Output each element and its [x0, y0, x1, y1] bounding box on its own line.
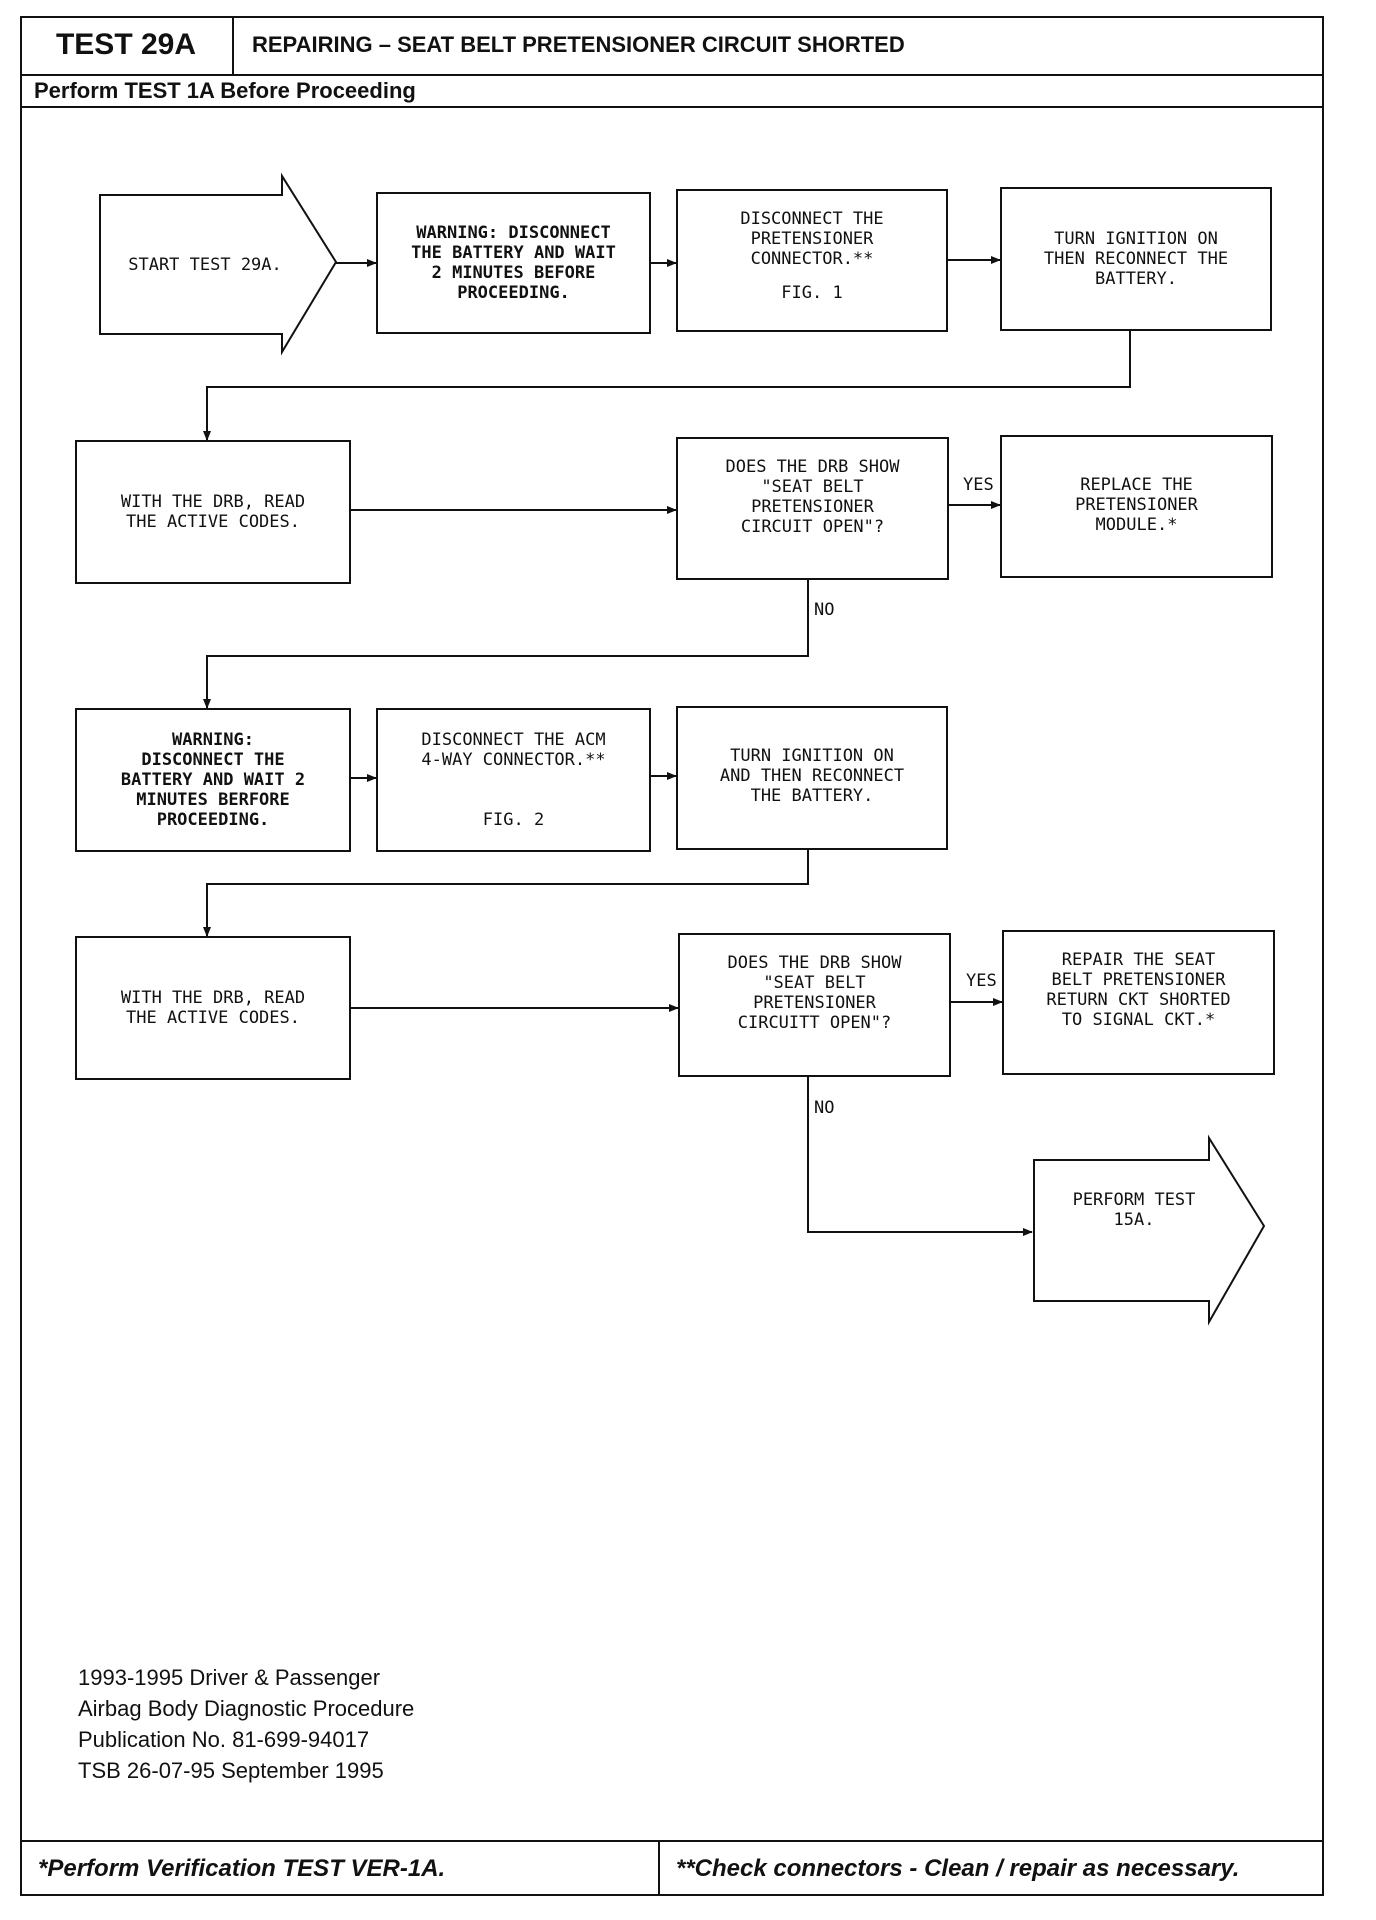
- start-arrow-shape: [99, 172, 338, 356]
- warning2-line: BATTERY AND WAIT 2: [120, 770, 306, 790]
- ign2-line: AND THEN RECONNECT: [719, 766, 905, 786]
- start-test-label: START TEST 29A.: [128, 254, 282, 275]
- question1-line: CIRCUIT OPEN"?: [740, 517, 885, 537]
- connector-note: **Check connectors - Clean / repair as n…: [676, 1855, 1240, 1882]
- read2-line: THE ACTIVE CODES.: [126, 1008, 300, 1028]
- ignition-on-reconnect-box-1: TURN IGNITION ON THEN RECONNECT THE BATT…: [1000, 187, 1272, 331]
- warning1-line: 2 MINUTES BEFORE: [431, 263, 596, 283]
- repair-line: BELT PRETENSIONER: [1051, 970, 1226, 990]
- repair-line: REPAIR THE SEAT: [1061, 950, 1216, 970]
- ign2-line: THE BATTERY.: [750, 786, 874, 806]
- figure-ref-2: FIG. 2: [482, 810, 545, 830]
- ignition-on-reconnect-box-2: TURN IGNITION ON AND THEN RECONNECT THE …: [676, 706, 948, 850]
- warning2-line: DISCONNECT THE: [141, 750, 285, 770]
- warning-disconnect-battery-box-2: WARNING: DISCONNECT THE BATTERY AND WAIT…: [75, 708, 351, 852]
- question1-line: PRETENSIONER: [751, 497, 874, 517]
- start-test-step: START TEST 29A.: [100, 195, 310, 334]
- no-label-1: NO: [814, 600, 835, 620]
- warning2-line: PROCEEDING.: [156, 810, 270, 830]
- ign2-line: TURN IGNITION ON: [730, 746, 894, 766]
- figure-ref-1: FIG. 1: [781, 283, 843, 303]
- perform-arrow-shape: [1033, 1134, 1266, 1326]
- ign1-line: TURN IGNITION ON: [1054, 229, 1218, 249]
- read-active-codes-box-1: WITH THE DRB, READ THE ACTIVE CODES.: [75, 440, 351, 584]
- warning2-line: WARNING:: [172, 730, 254, 750]
- no-label-2: NO: [814, 1098, 835, 1118]
- repair-line: RETURN CKT SHORTED: [1046, 990, 1231, 1010]
- read1-line: THE ACTIVE CODES.: [126, 512, 300, 532]
- replace-line: REPLACE THE: [1080, 475, 1193, 495]
- perform-test-15a-step: PERFORM TEST 15A.: [1034, 1190, 1234, 1250]
- question-circuit-open-box-1: DOES THE DRB SHOW "SEAT BELT PRETENSIONE…: [676, 437, 949, 580]
- yes-label-1: YES: [963, 475, 994, 495]
- disconnect2-line: DISCONNECT THE ACM: [421, 730, 606, 750]
- ign1-line: THEN RECONNECT THE: [1043, 249, 1229, 269]
- replace-module-box: REPLACE THE PRETENSIONER MODULE.*: [1000, 435, 1273, 578]
- warning1-line: THE BATTERY AND WAIT: [411, 243, 616, 263]
- replace-line: MODULE.*: [1095, 515, 1178, 535]
- publication-line: TSB 26-07-95 September 1995: [78, 1758, 384, 1783]
- header-row: TEST 29A REPAIRING – SEAT BELT PRETENSIO…: [20, 16, 1324, 76]
- prerequisite-note: Perform TEST 1A Before Proceeding: [34, 78, 416, 103]
- disconnect1-line: PRETENSIONER: [750, 229, 874, 249]
- question1-line: "SEAT BELT: [761, 477, 864, 497]
- subtitle-row: Perform TEST 1A Before Proceeding: [20, 76, 1324, 108]
- read1-line: WITH THE DRB, READ: [120, 492, 306, 512]
- warning2-line: MINUTES BERFORE: [136, 790, 290, 810]
- disconnect1-line: CONNECTOR.**: [750, 249, 874, 269]
- repair-line: TO SIGNAL CKT.*: [1061, 1010, 1216, 1030]
- question1-line: DOES THE DRB SHOW: [725, 457, 900, 477]
- footer-row: *Perform Verification TEST VER-1A. **Che…: [20, 1840, 1324, 1896]
- question2-line: DOES THE DRB SHOW: [727, 953, 902, 973]
- warning1-line: WARNING: DISCONNECT: [416, 223, 611, 243]
- perform-line: PERFORM TEST: [1072, 1190, 1196, 1210]
- question2-line: PRETENSIONER: [753, 993, 876, 1013]
- publication-info: 1993-1995 Driver & Passenger Airbag Body…: [78, 1662, 414, 1786]
- warning-disconnect-battery-box-1: WARNING: DISCONNECT THE BATTERY AND WAIT…: [376, 192, 651, 334]
- disconnect2-line: 4-WAY CONNECTOR.**: [421, 750, 606, 770]
- question2-line: CIRCUITT OPEN"?: [737, 1013, 892, 1033]
- verification-note: *Perform Verification TEST VER-1A.: [20, 1842, 660, 1896]
- yes-label-2: YES: [966, 971, 997, 991]
- publication-line: Airbag Body Diagnostic Procedure: [78, 1696, 415, 1721]
- repair-return-circuit-box: REPAIR THE SEAT BELT PRETENSIONER RETURN…: [1002, 930, 1275, 1075]
- ign1-line: BATTERY.: [1095, 269, 1177, 289]
- disconnect-pretensioner-box: DISCONNECT THE PRETENSIONER CONNECTOR.**…: [676, 189, 948, 332]
- page-frame: [20, 16, 1324, 1896]
- publication-line: Publication No. 81-699-94017: [78, 1727, 370, 1752]
- publication-line: 1993-1995 Driver & Passenger: [78, 1665, 381, 1690]
- disconnect-acm-box: DISCONNECT THE ACM 4-WAY CONNECTOR.** FI…: [376, 708, 651, 852]
- read-active-codes-box-2: WITH THE DRB, READ THE ACTIVE CODES.: [75, 936, 351, 1080]
- perform-line: 15A.: [1113, 1210, 1155, 1230]
- read2-line: WITH THE DRB, READ: [120, 988, 306, 1008]
- question2-line: "SEAT BELT: [763, 973, 866, 993]
- disconnect1-line: DISCONNECT THE: [740, 209, 884, 229]
- test-id: TEST 29A: [20, 16, 234, 74]
- warning1-line: PROCEEDING.: [457, 283, 570, 303]
- replace-line: PRETENSIONER: [1075, 495, 1198, 515]
- question-circuit-open-box-2: DOES THE DRB SHOW "SEAT BELT PRETENSIONE…: [678, 933, 951, 1077]
- page-title: REPAIRING – SEAT BELT PRETENSIONER CIRCU…: [252, 32, 905, 57]
